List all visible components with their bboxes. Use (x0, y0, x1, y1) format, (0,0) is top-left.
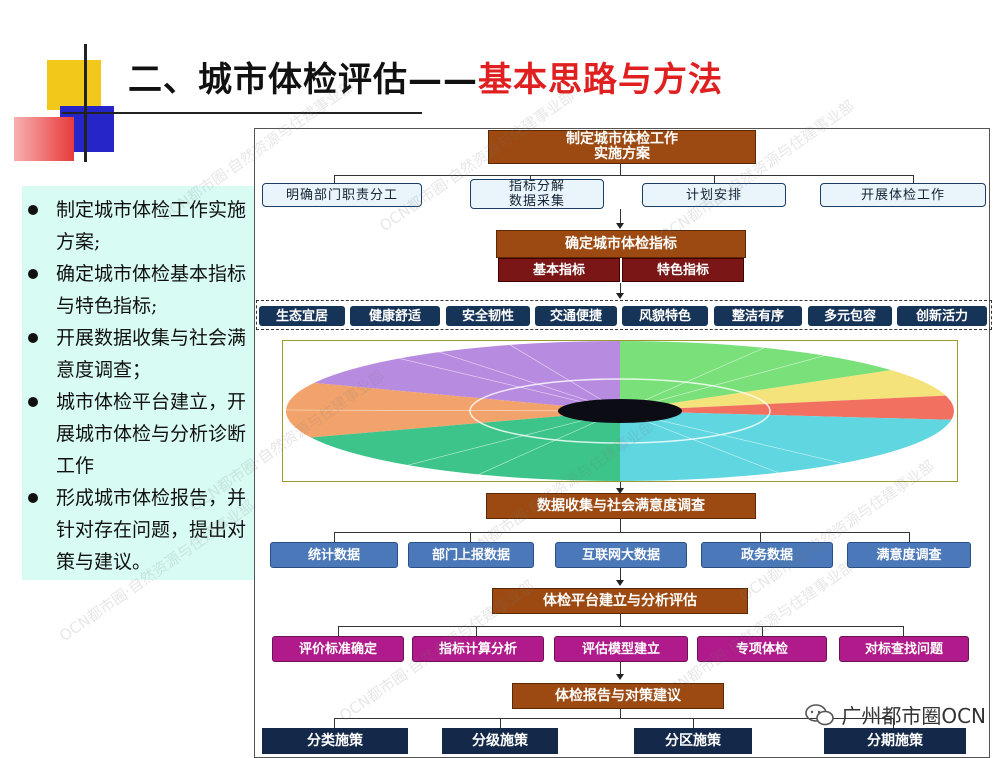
connector (620, 568, 621, 580)
analysis-benchmark: 对标查找问题 (839, 636, 969, 662)
sub-start-work: 开展体检工作 (820, 183, 986, 207)
connector (893, 718, 894, 728)
bullet-dot-icon (28, 333, 38, 343)
special-indicator-box: 特色指标 (622, 258, 744, 282)
bullet-item: 城市体检平台建立，开展城市体检与分析诊断工作 (26, 386, 248, 482)
connector (476, 626, 477, 636)
category-ecology: 生态宜居 (259, 306, 345, 326)
indicator-wheel-graphic (286, 341, 954, 481)
bullet-item: 制定城市体检工作实施方案; (26, 194, 248, 258)
connector (620, 209, 621, 223)
source-satisfaction: 满意度调查 (847, 542, 971, 568)
category-health: 健康舒适 (350, 306, 440, 326)
bullet-dot-icon (28, 493, 38, 503)
category-traffic: 交通便捷 (535, 306, 617, 326)
source-internet-bigdata: 互联网大数据 (555, 542, 687, 568)
sub-plan: 计划安排 (642, 183, 786, 207)
analysis-indicator-calc: 指标计算分析 (412, 636, 544, 662)
category-row (256, 300, 992, 330)
connector (334, 532, 910, 533)
title-highlight: 基本思路与方法 (478, 60, 723, 100)
sub-dept-duty: 明确部门职责分工 (262, 183, 422, 207)
connector (693, 718, 694, 728)
category-style: 风貌特色 (622, 306, 708, 326)
sub-indicator-breakdown: 指标分解数据采集 (470, 179, 604, 209)
connector (620, 164, 621, 175)
connector (620, 614, 621, 626)
bullet-dot-icon (28, 269, 38, 279)
connector (714, 175, 715, 183)
category-inclusive: 多元包容 (808, 306, 892, 326)
connector (334, 718, 335, 728)
analysis-special: 专项体检 (697, 636, 827, 662)
category-innovation: 创新活力 (897, 306, 987, 326)
decor-yellow-square (47, 60, 101, 110)
policy-district: 分区施策 (634, 728, 752, 754)
bullet-item: 确定城市体检基本指标与特色指标; (26, 258, 248, 322)
bullet-dot-icon (28, 397, 38, 407)
category-order: 整洁有序 (714, 306, 802, 326)
connector (338, 626, 339, 636)
wheel-frame (282, 340, 958, 482)
source-statistics: 统计数据 (270, 542, 398, 568)
bullet-dot-icon (28, 205, 38, 215)
step1-box: 制定城市体检工作实施方案 (488, 130, 756, 164)
bullet-panel: 制定城市体检工作实施方案; 确定城市体检基本指标与特色指标; 开展数据收集与社会… (22, 186, 254, 580)
connector (470, 532, 471, 542)
bullet-item: 开展数据收集与社会满意度调查； (26, 322, 248, 386)
connector (913, 175, 914, 183)
arrow-down-icon (616, 580, 624, 586)
connector (530, 175, 531, 179)
step2-box: 确定城市体检指标 (496, 230, 746, 258)
bullet-item: 形成城市体检报告，并针对存在问题，提出对策与建议。 (26, 482, 248, 578)
connector (334, 718, 894, 719)
connector (620, 519, 621, 532)
brand-logo: 广州都市圈OCN (805, 700, 986, 729)
wechat-icon (805, 703, 835, 725)
step3-box: 数据收集与社会满意度调查 (486, 493, 756, 519)
arrow-down-icon (616, 293, 624, 299)
connector (334, 175, 914, 176)
connector (334, 175, 335, 183)
connector (903, 626, 904, 636)
page-title: 二、城市体检评估——基本思路与方法 (128, 52, 723, 101)
policy-category: 分类施策 (262, 728, 408, 754)
arrow-down-icon (616, 488, 624, 494)
source-gov-data: 政务数据 (701, 542, 833, 568)
decor-horizontal-line (62, 112, 422, 114)
connector (620, 709, 621, 718)
connector (620, 662, 621, 674)
connector (760, 532, 761, 542)
decor-vertical-line (84, 44, 87, 162)
connector (620, 283, 621, 293)
step5-box: 体检报告与对策建议 (512, 683, 724, 709)
connector (334, 532, 335, 542)
analysis-standard: 评价标准确定 (272, 636, 404, 662)
title-prefix: 二、城市体检评估—— (128, 60, 478, 100)
connector (909, 532, 910, 542)
policy-level: 分级施策 (442, 728, 558, 754)
connector (620, 482, 621, 492)
connector (500, 718, 501, 728)
policy-stage: 分期施策 (824, 728, 966, 754)
arrow-down-icon (616, 674, 624, 680)
basic-indicator-box: 基本指标 (498, 258, 620, 282)
decor-red-square (14, 117, 74, 161)
connector (338, 626, 904, 627)
connector (762, 626, 763, 636)
step4-box: 体检平台建立与分析评估 (492, 588, 748, 614)
arrow-down-icon (616, 223, 624, 229)
analysis-model: 评估模型建立 (554, 636, 688, 662)
source-dept-report: 部门上报数据 (408, 542, 534, 568)
category-safety: 安全韧性 (446, 306, 530, 326)
logo-text: 广州都市圈OCN (841, 704, 986, 728)
